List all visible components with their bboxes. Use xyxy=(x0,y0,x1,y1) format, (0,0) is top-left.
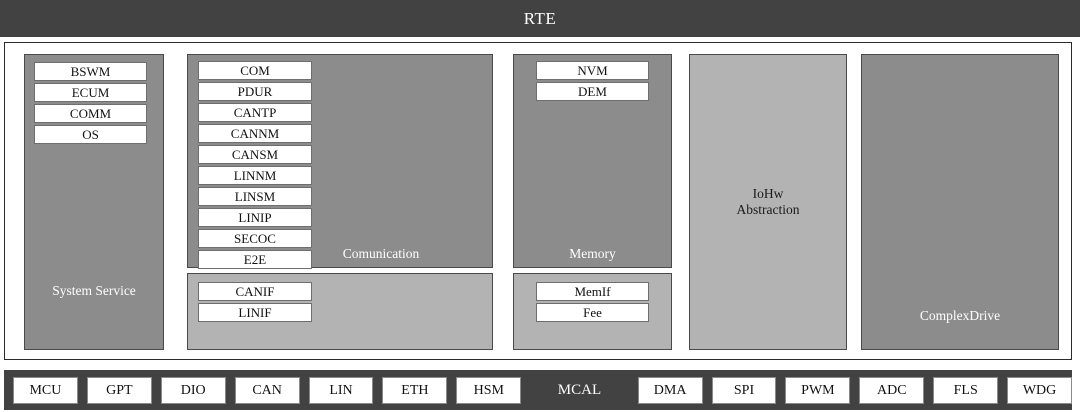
column-label-iohw-abstraction-line2: Abstraction xyxy=(736,202,800,217)
module-chip: LINNM xyxy=(198,166,312,185)
mcal-layer-bar: MCU GPT DIO CAN LIN ETH HSM MCAL DMA SPI… xyxy=(4,370,1073,410)
memory-module-list: NVM DEM xyxy=(536,61,649,103)
module-chip: CANTP xyxy=(198,103,312,122)
module-chip: LINSM xyxy=(198,187,312,206)
mcal-module-chip: SPI xyxy=(711,376,777,404)
module-chip: COMM xyxy=(34,104,147,123)
memory-interface-list: MemIf Fee xyxy=(536,282,649,324)
mcal-module-chip: MCU xyxy=(13,376,78,404)
column-memory: NVM DEM Memory xyxy=(513,54,672,268)
column-iohw-abstraction: IoHw Abstraction xyxy=(689,54,847,350)
module-chip: DEM xyxy=(536,82,649,101)
mcal-module-chip: LIN xyxy=(308,376,374,404)
module-chip: OS xyxy=(34,125,147,144)
module-chip: CANNM xyxy=(198,124,312,143)
mcal-module-chip: DMA xyxy=(637,376,703,404)
mcal-module-chip: ADC xyxy=(859,376,925,404)
module-chip: LINIP xyxy=(198,208,312,227)
column-label-complex-drive: ComplexDrive xyxy=(919,308,1001,323)
mcal-module-chip: GPT xyxy=(86,376,152,404)
mcal-module-chip: ETH xyxy=(382,376,448,404)
rte-label: RTE xyxy=(523,8,557,28)
mcal-label: MCAL xyxy=(557,381,602,398)
column-label-iohw-abstraction-line1: IoHw xyxy=(752,186,784,201)
column-communication-interfaces: CANIF LINIF xyxy=(187,273,493,350)
column-label-memory: Memory xyxy=(569,246,616,261)
module-chip: CANSM xyxy=(198,145,312,164)
column-memory-interfaces: MemIf Fee xyxy=(513,273,672,350)
module-chip: NVM xyxy=(536,61,649,80)
module-chip: ECUM xyxy=(34,83,147,102)
communication-interface-list: CANIF LINIF xyxy=(198,282,312,324)
module-chip: CANIF xyxy=(198,282,312,301)
communication-module-list: COM PDUR CANTP CANNM CANSM LINNM LINSM L… xyxy=(198,61,312,271)
bsw-layer-container: BSWM ECUM COMM OS System Service COM PDU… xyxy=(4,42,1072,360)
column-system-service: BSWM ECUM COMM OS System Service xyxy=(24,54,164,350)
rte-layer-bar: RTE xyxy=(0,0,1080,37)
mcal-module-chip: HSM xyxy=(456,376,522,404)
module-chip: Fee xyxy=(536,303,649,322)
mcal-module-chip: PWM xyxy=(785,376,851,404)
module-chip: MemIf xyxy=(536,282,649,301)
mcal-module-chip: DIO xyxy=(160,376,226,404)
module-chip: PDUR xyxy=(198,82,312,101)
column-label-system-service: System Service xyxy=(52,283,136,298)
system-service-module-list: BSWM ECUM COMM OS xyxy=(34,62,147,146)
module-chip: COM xyxy=(198,61,312,80)
column-label-communication: Comunication xyxy=(342,246,420,261)
module-chip: BSWM xyxy=(34,62,147,81)
mcal-module-chip: FLS xyxy=(933,376,999,404)
module-chip: LINIF xyxy=(198,303,312,322)
module-chip: SECOC xyxy=(198,229,312,248)
mcal-module-chip: WDG xyxy=(1007,376,1073,404)
column-complex-drive: ComplexDrive xyxy=(861,54,1059,350)
column-communication: COM PDUR CANTP CANNM CANSM LINNM LINSM L… xyxy=(187,54,493,271)
mcal-module-chip: CAN xyxy=(234,376,300,404)
module-chip: E2E xyxy=(198,250,312,269)
